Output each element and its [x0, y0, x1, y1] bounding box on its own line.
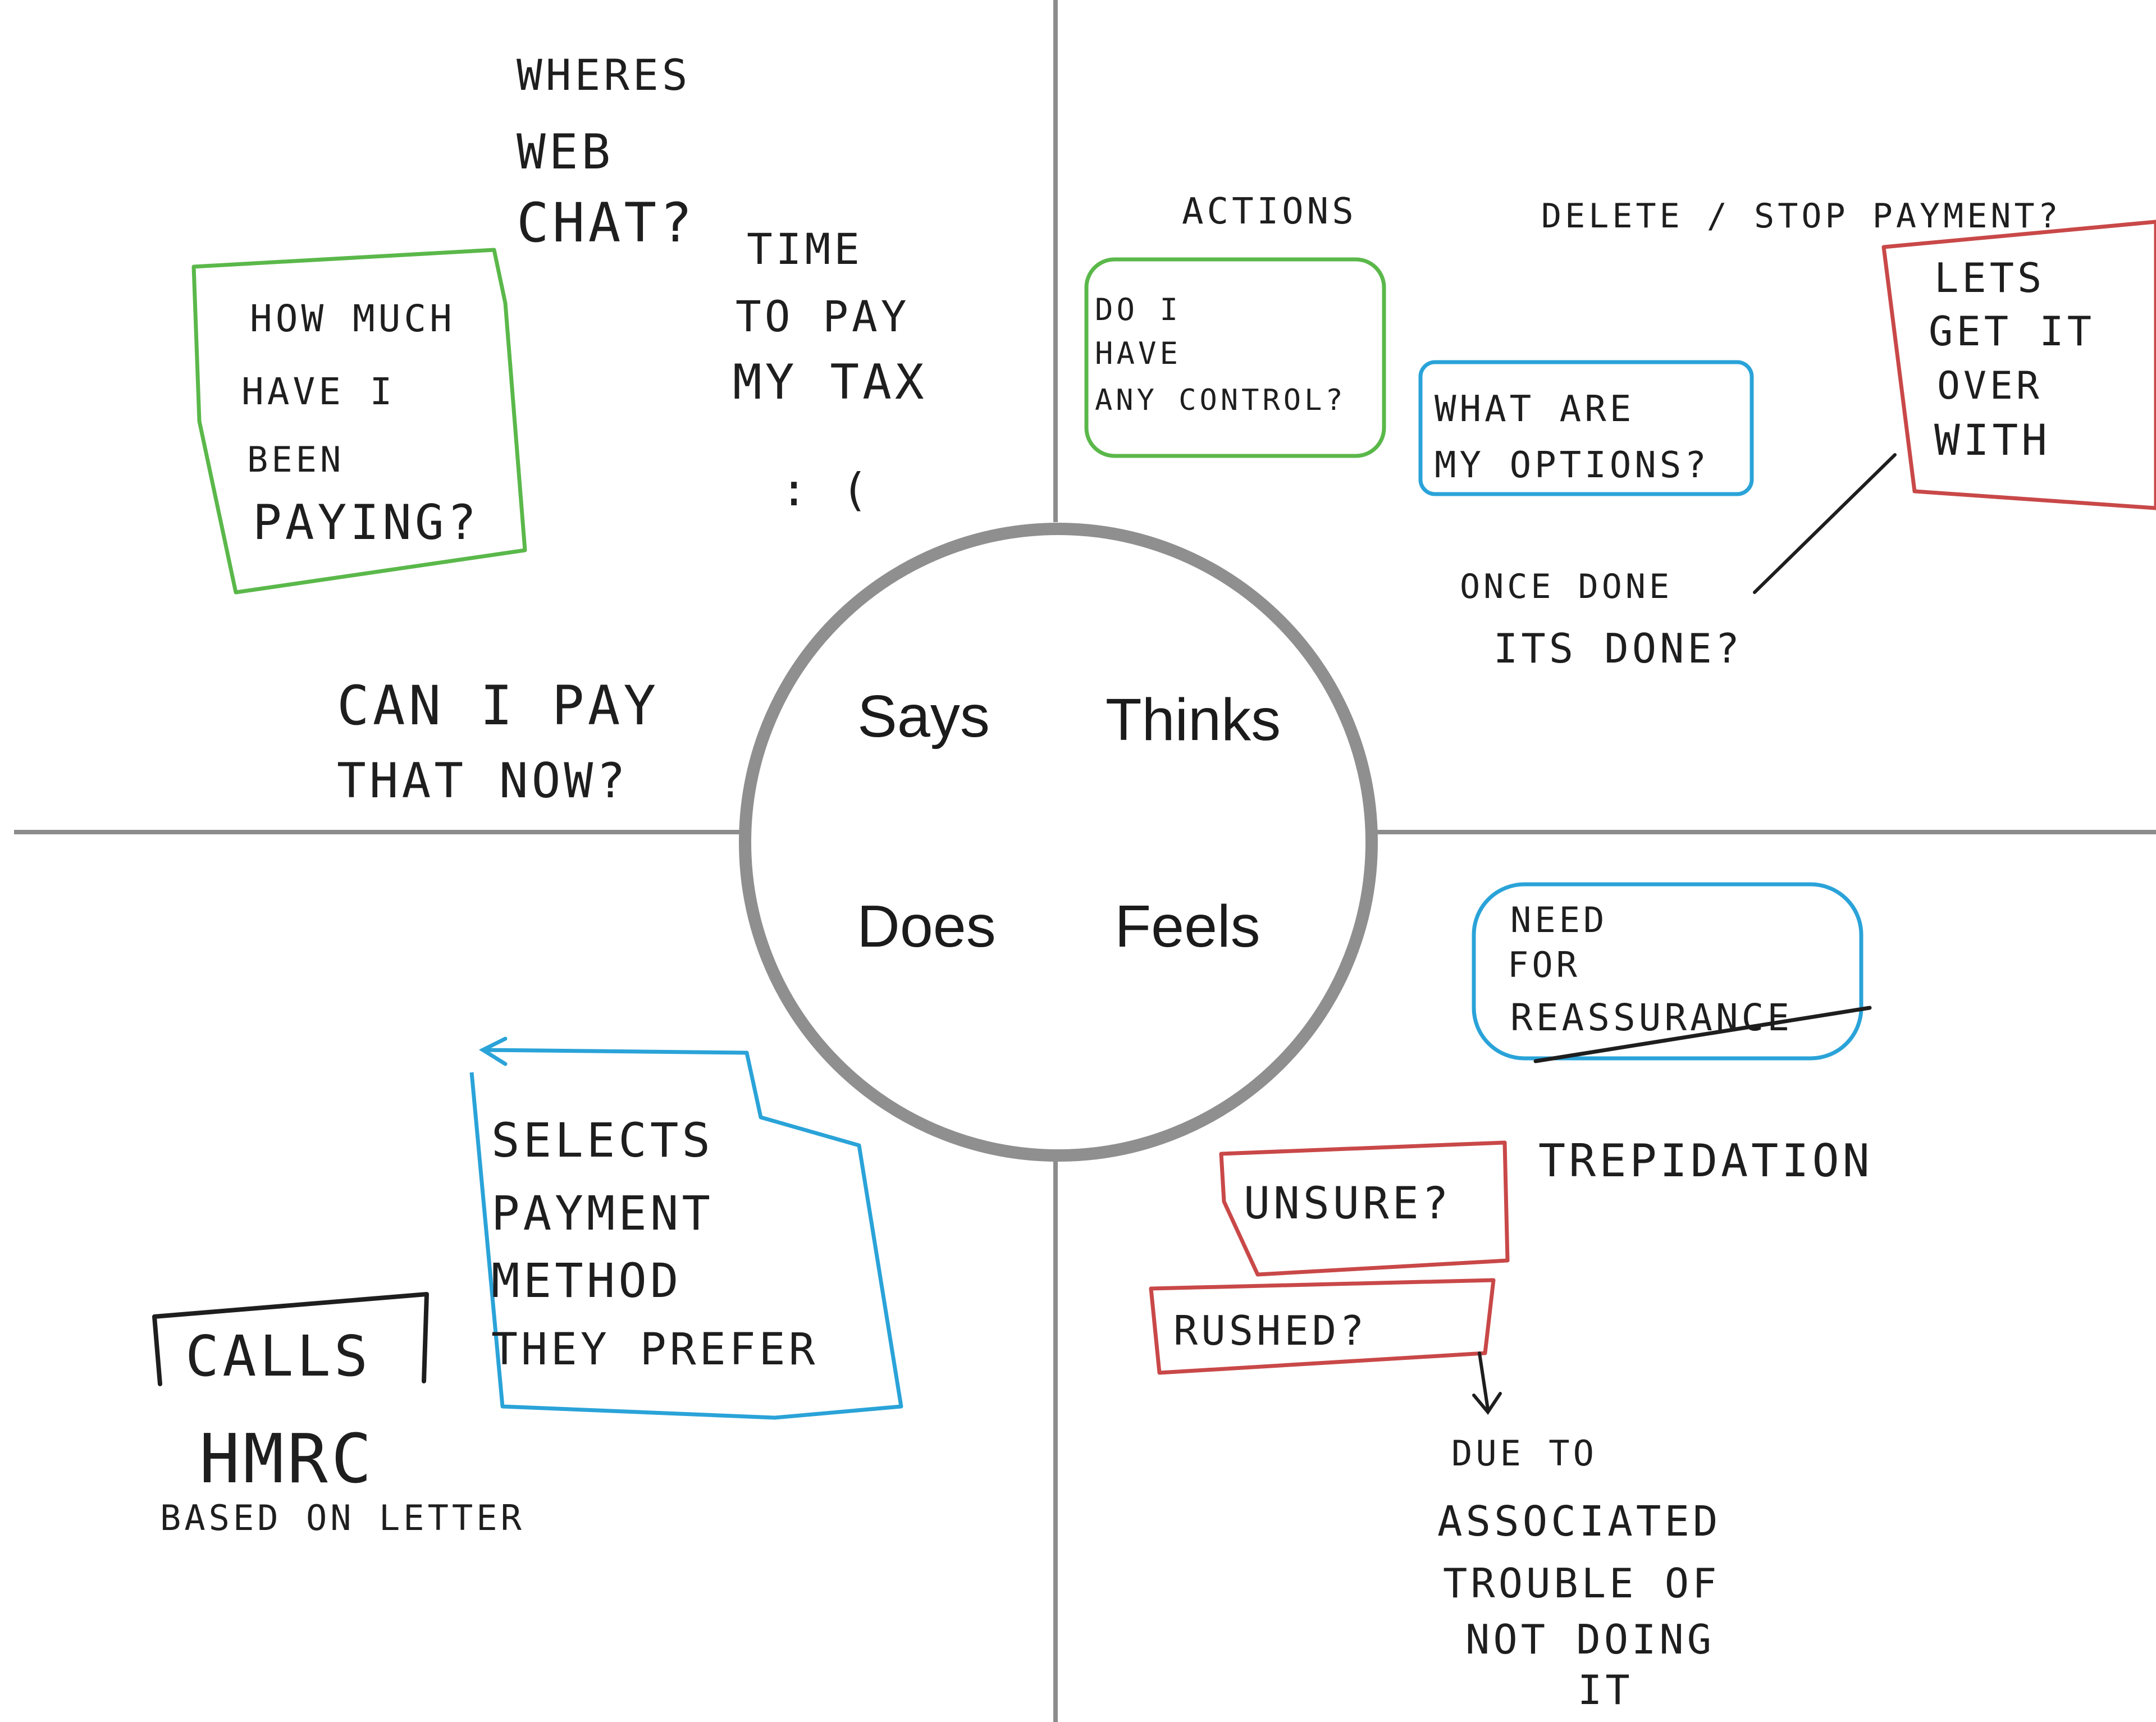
green-box-outline	[1084, 257, 1386, 458]
arrow-down	[1472, 1351, 1502, 1415]
note-line: LETS	[1934, 254, 2045, 302]
note-line: BEEN	[247, 439, 344, 480]
connector-line	[1753, 453, 1897, 594]
note-line: CAN I PAY	[337, 674, 659, 737]
note-where-web-chat: WHERES WEB CHAT?	[517, 50, 696, 254]
quadrant-label-thinks: Thinks	[1106, 687, 1281, 753]
note-line: ASSOCIATED	[1437, 1497, 1721, 1546]
note-can-i-pay-now: CAN I PAY THAT NOW?	[337, 674, 659, 809]
note-line: CALLS	[185, 1323, 371, 1389]
note-line: ANY CONTROL?	[1095, 383, 1346, 417]
note-line: TO PAY	[736, 291, 910, 341]
red-box-outline	[1219, 1140, 1510, 1277]
note-rushed: RUSHED?	[1149, 1278, 1502, 1415]
note-line: IT	[1578, 1666, 1633, 1714]
note-line: MY OPTIONS?	[1435, 445, 1710, 486]
note-line: METHOD	[491, 1253, 682, 1308]
note-line: HMRC	[199, 1420, 375, 1499]
center-circle	[739, 523, 1378, 1162]
note-line: DO I	[1095, 292, 1181, 327]
underline-stroke	[1533, 1006, 1872, 1063]
sad-face: : (	[780, 464, 872, 516]
note-line: OVER	[1937, 364, 2043, 408]
note-lets-get-it-over-with: LETS GET IT OVER WITH	[1881, 220, 2156, 510]
note-line: DUE TO	[1451, 1433, 1597, 1474]
note-line: HOW MUCH	[250, 297, 455, 340]
note-selects-payment-method: SELECTS PAYMENT METHOD THEY PREFER	[469, 1036, 903, 1420]
note-line: WHAT ARE	[1435, 389, 1634, 430]
green-box-outline	[191, 248, 527, 595]
note-line: ONCE DONE	[1460, 567, 1673, 606]
note-unsure: UNSURE?	[1219, 1140, 1510, 1277]
note-line: SELECTS	[491, 1113, 714, 1168]
note-line: PAYING?	[253, 495, 479, 551]
blue-box-outline	[1418, 360, 1754, 496]
note-line: BASED ON LETTER	[160, 1497, 525, 1538]
note-line: HAVE	[1095, 336, 1181, 371]
note-line: WITH	[1934, 415, 2050, 465]
note-once-done-its-done: ONCE DONE ITS DONE?	[1460, 567, 1743, 672]
note-line: THAT NOW?	[337, 753, 629, 809]
quadrant-label-does: Does	[857, 893, 995, 960]
note-trepidation: TREPIDATION	[1538, 1135, 1873, 1187]
note-line: REASSURANCE	[1510, 996, 1793, 1039]
note-time-to-pay-tax: TIME TO PAY MY TAX : (	[733, 224, 928, 516]
note-delete-stop-payment: DELETE / STOP PAYMENT?	[1541, 197, 2062, 236]
note-what-are-my-options: WHAT ARE MY OPTIONS?	[1418, 360, 1754, 496]
note-line: GET IT	[1929, 308, 2095, 355]
note-line: WEB	[517, 124, 614, 180]
quadrant-label-feels: Feels	[1114, 893, 1260, 960]
note-how-much-paying: HOW MUCH HAVE I BEEN PAYING?	[191, 248, 527, 595]
note-line: RUSHED?	[1173, 1307, 1367, 1354]
note-line: UNSURE?	[1244, 1179, 1452, 1229]
note-line: HAVE I	[241, 370, 395, 413]
note-line: FOR	[1508, 944, 1581, 985]
note-calls-hmrc: CALLS HMRC BASED ON LETTER	[152, 1292, 525, 1538]
note-do-i-have-control: DO I HAVE ANY CONTROL?	[1084, 257, 1386, 458]
note-need-for-reassurance: NEED FOR REASSURANCE	[1472, 882, 1872, 1063]
blue-arrow-head	[478, 1036, 508, 1066]
black-box-outline	[152, 1292, 429, 1386]
note-line: TIME	[747, 224, 863, 274]
red-box-outline	[1149, 1278, 1496, 1375]
note-due-to-associated-trouble: DUE TO ASSOCIATED TROUBLE OF NOT DOING I…	[1437, 1433, 1721, 1714]
note-actions: ACTIONS	[1182, 191, 1357, 232]
note-line: ITS DONE?	[1493, 625, 1743, 672]
blue-box-outline	[469, 1048, 903, 1420]
note-line: NEED	[1510, 899, 1607, 940]
red-box-outline	[1881, 220, 2156, 510]
blue-box-outline	[1472, 882, 1863, 1061]
note-line: MY TAX	[733, 354, 928, 410]
quadrant-label-says: Says	[857, 683, 990, 750]
note-line: NOT DOING	[1465, 1616, 1715, 1663]
note-line: CHAT?	[517, 191, 696, 254]
note-line: WHERES	[517, 50, 691, 100]
note-line: TROUBLE OF	[1443, 1560, 1720, 1607]
note-line: PAYMENT	[491, 1186, 714, 1241]
note-line: THEY PREFER	[491, 1324, 819, 1375]
